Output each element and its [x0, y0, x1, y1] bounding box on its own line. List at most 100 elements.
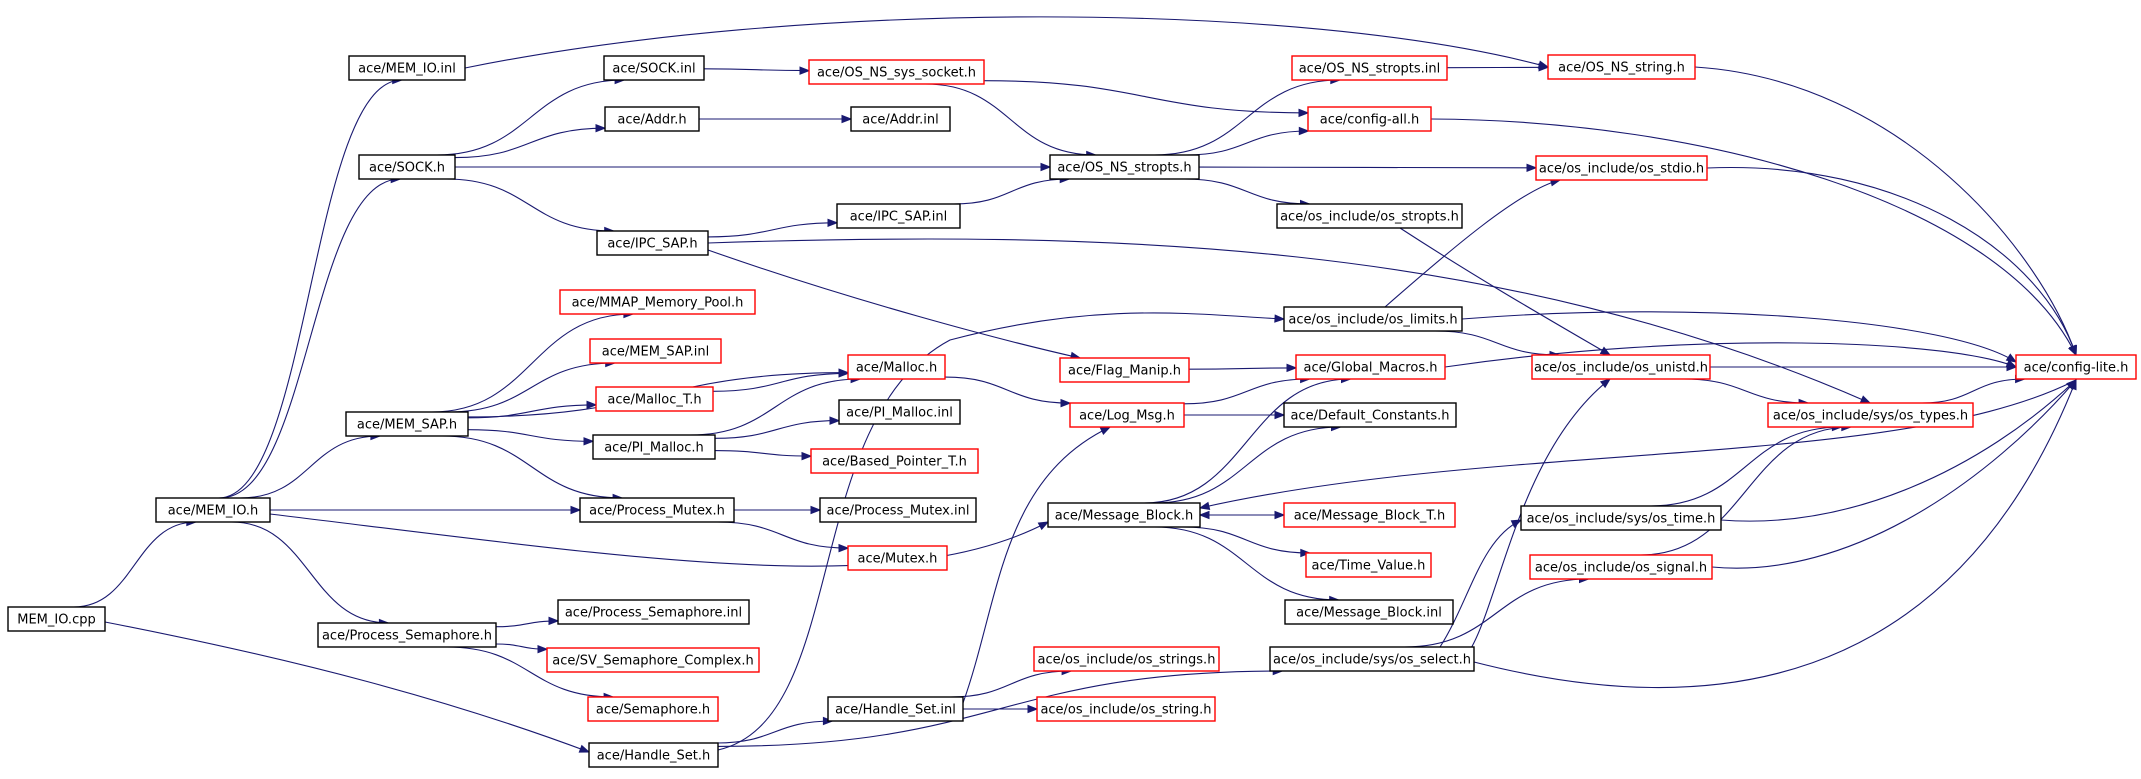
edge-line [690, 378, 861, 436]
edge-arrowhead [1526, 163, 1538, 173]
edge-line [1154, 526, 1339, 601]
node-box [1283, 402, 1457, 428]
edge-line [104, 621, 590, 753]
edge-handle_set_inl-to-os_string_h [963, 704, 1039, 714]
node-os-limits-h[interactable]: ace/os_include/os_limits.h [1283, 306, 1463, 332]
node-mutex-h[interactable]: ace/Mutex.h [847, 545, 948, 571]
node-mem-sap-h[interactable]: ace/MEM_SAP.h [345, 411, 469, 437]
node-os-ns-stropts-inl[interactable]: ace/OS_NS_stropts.inl [1291, 55, 1448, 81]
edge-line [1720, 379, 2077, 522]
node-malloc-h[interactable]: ace/Malloc.h [847, 354, 946, 380]
node-label: ace/MEM_SAP.inl [602, 345, 709, 360]
edge-line [1404, 578, 1589, 648]
node-box [358, 154, 456, 180]
node-default-constants-h[interactable]: ace/Default_Constants.h [1283, 402, 1457, 428]
node-flag-manip-h[interactable]: ace/Flag_Manip.h [1059, 357, 1190, 383]
node-box [1069, 402, 1185, 428]
node-mem-io-h[interactable]: ace/MEM_IO.h [155, 497, 271, 523]
node-label: ace/config-all.h [1320, 113, 1420, 128]
edge-os_stdio_h-to-config_lite_h [1706, 166, 2077, 357]
node-addr-h[interactable]: ace/Addr.h [604, 106, 700, 132]
edge-arrowhead [1037, 521, 1050, 531]
node-label: ace/MEM_IO.inl [358, 62, 456, 77]
node-box [810, 448, 979, 474]
node-os-ns-stropts-h[interactable]: ace/OS_NS_stropts.h [1049, 154, 1200, 180]
edge-malloc_h-to-log_msg_h [944, 376, 1072, 408]
nodes-layer: MEM_IO.cppace/MEM_IO.hace/MEM_IO.inlace/… [7, 54, 2137, 768]
node-time-value-h[interactable]: ace/Time_Value.h [1305, 552, 1432, 578]
node-os-ns-string-h[interactable]: ace/OS_NS_string.h [1547, 54, 1696, 80]
edge-line [1711, 379, 2077, 569]
node-proc-mutex-h[interactable]: ace/Process_Mutex.h [579, 497, 735, 523]
node-os-select-h[interactable]: ace/os_include/sys/os_select.h [1269, 646, 1475, 672]
edge-line [1399, 227, 1611, 356]
node-box [587, 696, 719, 722]
node-box [1283, 306, 1463, 332]
edge-arrowhead [1859, 395, 1872, 404]
node-os-stropts-h[interactable]: ace/os_include/os_stropts.h [1276, 203, 1463, 229]
node-box [838, 399, 961, 425]
node-pi-malloc-h[interactable]: ace/PI_Malloc.h [592, 434, 716, 460]
edge-line [219, 178, 401, 499]
node-mem-io-inl[interactable]: ace/MEM_IO.inl [348, 55, 466, 81]
node-proc-sem-h[interactable]: ace/Process_Semaphore.h [317, 622, 497, 648]
node-os-time-h[interactable]: ace/os_include/sys/os_time.h [1520, 505, 1722, 531]
edge-line [1461, 311, 2017, 363]
node-config-lite-h[interactable]: ace/config-lite.h [2015, 354, 2137, 380]
node-box [546, 647, 760, 673]
edge-line [454, 127, 606, 159]
node-addr-inl[interactable]: ace/Addr.inl [850, 106, 951, 132]
edge-line [714, 420, 840, 439]
node-sock-h[interactable]: ace/SOCK.h [358, 154, 456, 180]
edge-line [1153, 426, 1341, 504]
edge-flag_manip_h-to-global_macros_h [1188, 363, 1298, 373]
edge-line [436, 79, 625, 156]
edge-arrowhead [799, 66, 811, 75]
edge-pi_malloc_h-to-malloc_h [690, 374, 862, 436]
edge-line [1640, 426, 1851, 556]
edge-proc_sem_h-to-proc_sem_inl [495, 616, 560, 628]
node-os-strings-h[interactable]: ace/os_include/os_strings.h [1033, 646, 1220, 672]
edge-os_limits_h-to-os_stdio_h [1384, 178, 1562, 308]
node-config-all-h[interactable]: ace/config-all.h [1307, 106, 1432, 132]
node-sv-sem-complex-h[interactable]: ace/SV_Semaphore_Complex.h [546, 647, 760, 673]
node-malloc-t-h[interactable]: ace/Malloc_T.h [595, 386, 714, 412]
edge-line [707, 238, 1871, 404]
node-message-block-inl[interactable]: ace/Message_Block.inl [1284, 599, 1454, 625]
edge-ipc_sap_h-to-flag_manip_h [707, 249, 1082, 361]
node-based-pointer-t-h[interactable]: ace/Based_Pointer_T.h [810, 448, 979, 474]
node-ipc-sap-inl[interactable]: ace/IPC_SAP.inl [836, 203, 961, 229]
node-message-block-t-h[interactable]: ace/Message_Block_T.h [1283, 502, 1456, 528]
node-os-unistd-h[interactable]: ace/os_include/os_unistd.h [1531, 354, 1711, 380]
node-handle-set-inl[interactable]: ace/Handle_Set.inl [827, 696, 964, 722]
node-log-msg-h[interactable]: ace/Log_Msg.h [1069, 402, 1185, 428]
node-box [1059, 357, 1190, 383]
node-os-string-h[interactable]: ace/os_include/os_string.h [1036, 696, 1216, 722]
edge-arrowhead [586, 400, 598, 410]
edge-proc_mutex_h-to-mutex_h [717, 521, 850, 553]
edge-line [962, 426, 1111, 704]
node-global-macros-h[interactable]: ace/Global_Macros.h [1295, 354, 1446, 380]
node-handle-set-h[interactable]: ace/Handle_Set.h [588, 742, 719, 768]
node-mmap-pool-h[interactable]: ace/MMAP_Memory_Pool.h [559, 289, 756, 315]
node-ipc-sap-h[interactable]: ace/IPC_SAP.h [596, 230, 709, 256]
edge-line [950, 670, 1072, 698]
node-mem-sap-inl[interactable]: ace/MEM_SAP.inl [589, 338, 722, 364]
edge-arrowhead [1040, 162, 1052, 172]
node-os-signal-h[interactable]: ace/os_include/os_signal.h [1529, 554, 1713, 580]
edge-arrowhead [583, 437, 595, 446]
edge-line [464, 16, 1549, 69]
edge-arrowhead [810, 505, 822, 515]
node-proc-sem-inl[interactable]: ace/Process_Semaphore.inl [557, 599, 750, 625]
node-os-ns-sys-socket-h[interactable]: ace/OS_NS_sys_socket.h [808, 59, 985, 85]
node-label: ace/os_include/os_string.h [1040, 703, 1211, 718]
node-sock-inl[interactable]: ace/SOCK.inl [603, 55, 705, 81]
node-pi-malloc-inl[interactable]: ace/PI_Malloc.inl [838, 399, 961, 425]
node-message-block-h[interactable]: ace/Message_Block.h [1047, 502, 1201, 528]
node-os-stdio-h[interactable]: ace/os_include/os_stdio.h [1535, 155, 1708, 181]
node-os-types-h[interactable]: ace/os_include/sys/os_types.h [1767, 402, 1974, 428]
node-box [850, 106, 951, 132]
node-semaphore-h[interactable]: ace/Semaphore.h [587, 696, 719, 722]
node-proc-mutex-inl[interactable]: ace/Process_Mutex.inl [819, 497, 977, 523]
node-label: ace/Malloc_T.h [607, 393, 701, 408]
